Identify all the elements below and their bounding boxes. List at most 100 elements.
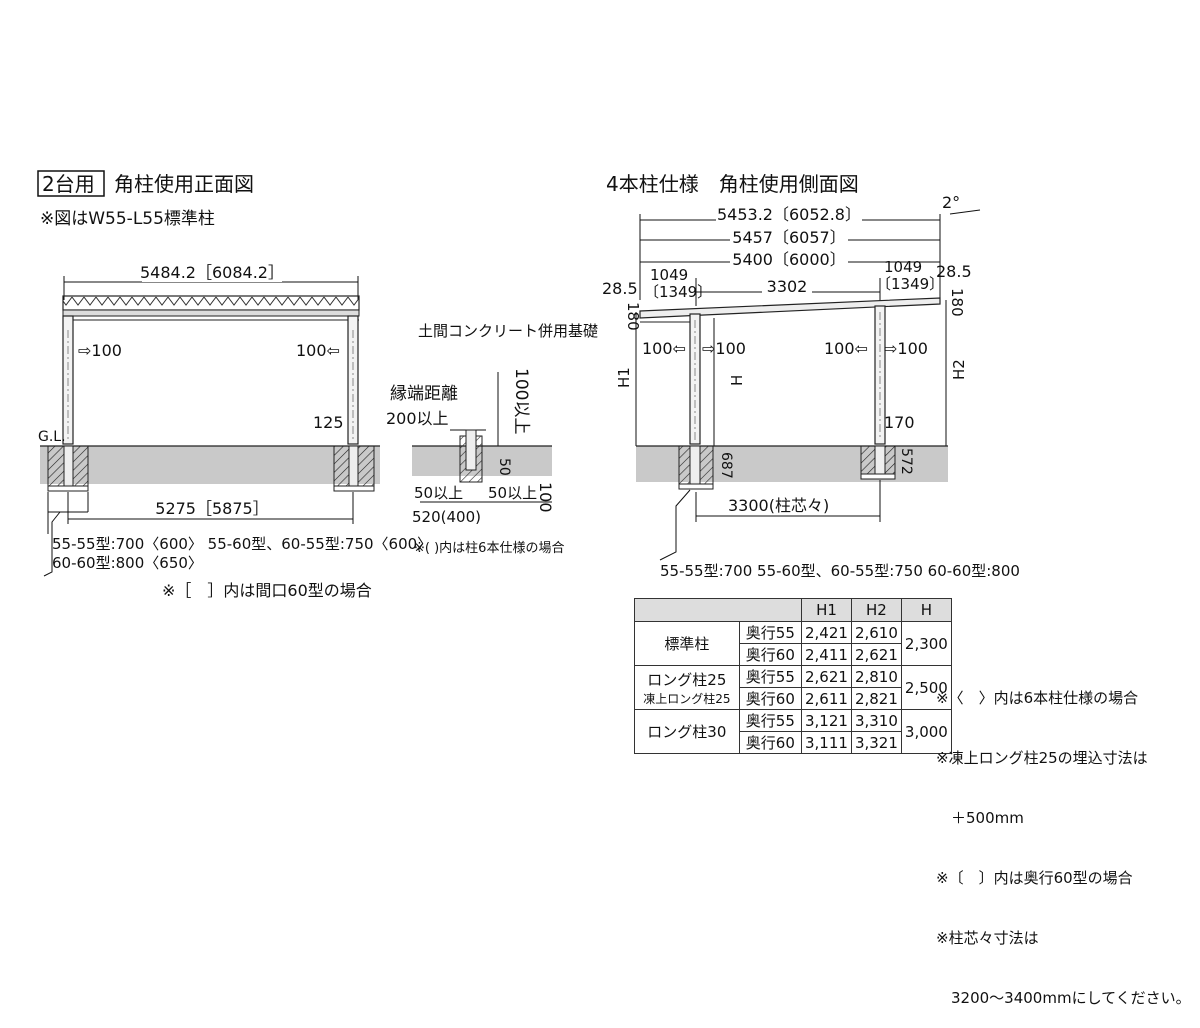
foundation-detail: 土間コンクリート併用基礎 縁端距離 200以上 100以上 50 50以上 50…: [386, 322, 598, 556]
table-depth: 奥行55: [738, 621, 803, 644]
table-cat-long30: ロング柱30: [634, 709, 740, 754]
table-header-blank: [634, 598, 802, 622]
note-line: ※〔 〕内は奥行60型の場合: [936, 869, 1133, 887]
front-roof-beam: [62, 309, 360, 317]
front-title: 角柱使用正面図: [114, 172, 254, 196]
table-h1: 3,111: [801, 731, 852, 754]
table-h: 3,000: [900, 709, 952, 754]
side-leader: [659, 489, 691, 561]
drawing-canvas: 2台用 角柱使用正面図 ※図はW55-L55標準柱 5484.2［6084.2］…: [37, 170, 1020, 600]
note-line: ※柱芯々寸法は: [936, 929, 1039, 947]
front-ground: [40, 446, 380, 484]
side-d572: 572: [898, 448, 914, 475]
table-header-h: H: [900, 598, 952, 622]
side-l-285: 28.5: [602, 279, 638, 298]
foundation-edge-label2: 200以上: [386, 409, 449, 428]
table-cat-long25-label: ロング柱25: [647, 670, 727, 689]
side-dim2: 5457〔6057〕: [732, 228, 845, 247]
table-header-row: H1 H2 H: [634, 598, 952, 622]
front-note: ※図はW55-L55標準柱: [40, 209, 215, 229]
front-footing-right-base: [333, 485, 375, 492]
side-notes: ※〈 〉内は6本柱仕様の場合 ※凍上ロング柱25の埋込寸法は ＋500mm ※〔…: [936, 648, 1191, 1028]
table-row: 奥行60 2,411 2,621: [635, 643, 952, 666]
side-footing-left-post: [689, 445, 701, 485]
foundation-depth-above: 100以上: [511, 368, 531, 434]
side-footing-left-base: [678, 483, 714, 490]
table-h2: 3,321: [850, 731, 902, 754]
side-mid-bg: [762, 278, 812, 296]
table-h1: 2,411: [801, 643, 852, 666]
table-h1: 2,621: [801, 665, 852, 688]
table-h1: 2,611: [801, 687, 852, 710]
side-off-r1: 100⇦: [824, 339, 868, 358]
foundation-dim-50: 50: [496, 458, 512, 476]
table-h: 2,300: [900, 621, 952, 666]
side-dim1: 5453.2〔6052.8〕: [717, 205, 861, 224]
front-footing-left-base: [47, 485, 89, 492]
note-line: 3200～3400mmにしてください。: [936, 989, 1191, 1007]
front-bracket-note: ※［ ］内は間口60型の場合: [162, 581, 372, 600]
table-row: 奥行60 2,611 2,821: [635, 687, 952, 710]
front-top-dim: 5484.2［6084.2］: [140, 263, 284, 282]
front-badge: 2台用: [42, 172, 95, 196]
side-r-180: 180: [948, 288, 966, 317]
spec-table: H1 H2 H 標準柱 奥行55 2,421 2,610 2,300 奥行60 …: [634, 598, 952, 754]
front-leader: [43, 511, 61, 577]
side-l-1049: 1049: [650, 266, 688, 284]
side-d170: 170: [884, 413, 915, 432]
table-h2: 3,310: [850, 709, 902, 732]
side-slope: 2°: [942, 193, 960, 212]
table-cat-standard: 標準柱: [634, 621, 740, 666]
table-header-h2: H2: [850, 598, 902, 622]
foundation-note: ※( )内は柱6本仕様の場合: [414, 540, 564, 556]
table-row: 奥行60 3,111 3,321: [635, 731, 952, 754]
side-dim3: 5400〔6000〕: [732, 250, 845, 269]
side-d687: 687: [718, 452, 734, 479]
side-dim3-bg: [730, 248, 848, 270]
table-row: ロング柱25 凍上ロング柱25 奥行55 2,621 2,810 2,500: [634, 665, 952, 710]
side-title: 4本柱仕様 角柱使用側面図: [606, 172, 859, 196]
table-row: ロング柱30 奥行55 3,121 3,310 3,000: [634, 709, 952, 754]
side-span: 3300(柱芯々): [728, 496, 829, 515]
side-sizes: 55-55型:700 55-60型、60-55型:750 60-60型:800: [660, 562, 1020, 580]
foundation-post: [465, 429, 477, 471]
foundation-edge-label1: 縁端距離: [390, 384, 458, 404]
side-dim1-bg: [716, 204, 862, 226]
front-top-dim-bg: [142, 262, 282, 282]
note-line: ＋500mm: [936, 809, 1024, 827]
front-right-offset: 100⇦: [296, 341, 340, 360]
front-sizes-line2: 60-60型:800〈650〉: [52, 554, 203, 572]
table-depth: 奥行60: [738, 643, 803, 666]
table-h2: 2,821: [850, 687, 902, 710]
table-h: 2,500: [900, 665, 952, 710]
table-header-h1: H1: [801, 598, 852, 622]
front-sizes-line1: 55-55型:700〈600〉 55-60型、60-55型:750〈600〉: [52, 535, 432, 553]
side-off-l2: ⇨100: [702, 339, 746, 358]
table-h1: 2,421: [801, 621, 852, 644]
side-view: 4本柱仕様 角柱使用側面図 2° 5453.2〔6052.8〕 5457〔605…: [602, 172, 1020, 580]
foundation-title: 土間コンクリート併用基礎: [418, 322, 598, 340]
foundation-dim-100: 100: [536, 482, 555, 513]
foundation-left-50: 50以上: [414, 484, 463, 502]
side-l-180: 180: [624, 302, 642, 331]
side-h: H: [728, 375, 746, 386]
side-l-1349: 〔1349〕: [644, 283, 712, 301]
front-badge-box: [37, 170, 105, 197]
side-r-285: 28.5: [936, 262, 972, 281]
front-view: 2台用 角柱使用正面図 ※図はW55-L55標準柱 5484.2［6084.2］…: [37, 170, 432, 600]
front-roof: [62, 295, 360, 311]
side-off-r2: ⇨100: [884, 339, 928, 358]
table-depth: 奥行60: [738, 731, 803, 754]
front-footing-right-post: [348, 445, 359, 487]
foundation-width: 520(400): [412, 508, 481, 526]
table-h2: 2,610: [850, 621, 902, 644]
side-slope-mark: [949, 209, 981, 215]
table-depth: 奥行60: [738, 687, 803, 710]
foundation-right-50: 50以上: [488, 484, 537, 502]
side-roof: [639, 297, 941, 319]
side-footing-right-post: [874, 445, 886, 475]
note-line: ※〈 〉内は6本柱仕様の場合: [936, 689, 1139, 707]
side-r-1349: 〔1349〕: [876, 275, 944, 293]
table-h2: 2,621: [850, 643, 902, 666]
table-row: 標準柱 奥行55 2,421 2,610 2,300: [634, 621, 952, 666]
